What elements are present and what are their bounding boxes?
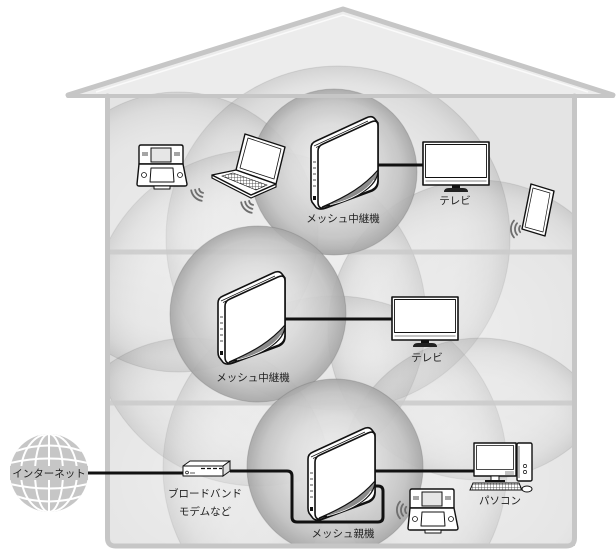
tablet-icon	[521, 183, 555, 237]
house-walls	[105, 93, 577, 549]
game-console-icon	[136, 144, 188, 190]
globe-parallel	[15, 444, 83, 452]
globe-parallel	[15, 495, 83, 503]
wifi-wave-icon	[400, 503, 404, 517]
wifi-waves-laptop	[240, 200, 254, 214]
wifi-waves-tablet	[510, 219, 522, 239]
house-outline	[65, 6, 616, 549]
tv-icon	[391, 296, 459, 348]
roof-interior	[70, 9, 612, 95]
modem-icon	[182, 460, 231, 477]
globe-parallel	[10, 483, 88, 490]
laptop-icon	[211, 133, 286, 199]
tv-icon	[422, 141, 490, 193]
wifi-wave-icon	[510, 219, 515, 239]
wifi-waves-ground-console	[396, 500, 408, 520]
modem-top	[182, 460, 231, 467]
game-console-icon	[407, 488, 459, 534]
wifi-wave-icon	[514, 222, 518, 236]
roof	[65, 6, 616, 98]
wifi-wave-icon	[396, 500, 401, 520]
wifi-waves-upper-console	[190, 188, 204, 202]
cable-modem-to-parent-router	[230, 469, 385, 524]
middle-relay-label: メッシュ中継機	[216, 371, 290, 384]
roof-highlight	[95, 14, 589, 93]
upper-tv-label: テレビ	[439, 195, 471, 207]
internet-globe: インターネット	[10, 434, 88, 512]
modem-port	[185, 470, 189, 475]
wifi-wave-icon	[244, 200, 254, 210]
globe-parallel	[10, 457, 88, 464]
upper-relay-label: メッシュ中継機	[306, 212, 380, 225]
wifi-wave-icon	[194, 188, 204, 198]
wifi-wave-icon	[518, 224, 522, 234]
modem-label-line-1: ブロードバンド	[168, 487, 242, 500]
wifi-wave-icon	[198, 188, 204, 194]
middle-tv-label: テレビ	[411, 352, 443, 364]
parent-router-label: メッシュ親機	[312, 527, 375, 540]
tablet-screen	[524, 187, 551, 233]
laptop-keyboard	[221, 172, 268, 191]
wifi-wave-icon	[404, 505, 408, 515]
modem-label-line-2: モデムなど	[179, 505, 232, 518]
wifi-wave-icon	[240, 201, 253, 214]
wifi-wave-icon	[190, 189, 203, 202]
laptop-screen	[239, 137, 282, 180]
modem-front	[182, 465, 224, 477]
pc-label: パソコン	[479, 495, 521, 507]
globe-label-band	[10, 466, 88, 480]
internet-label: インターネット	[12, 468, 86, 480]
wifi-wave-icon	[248, 200, 254, 206]
wired-connections	[88, 163, 475, 524]
